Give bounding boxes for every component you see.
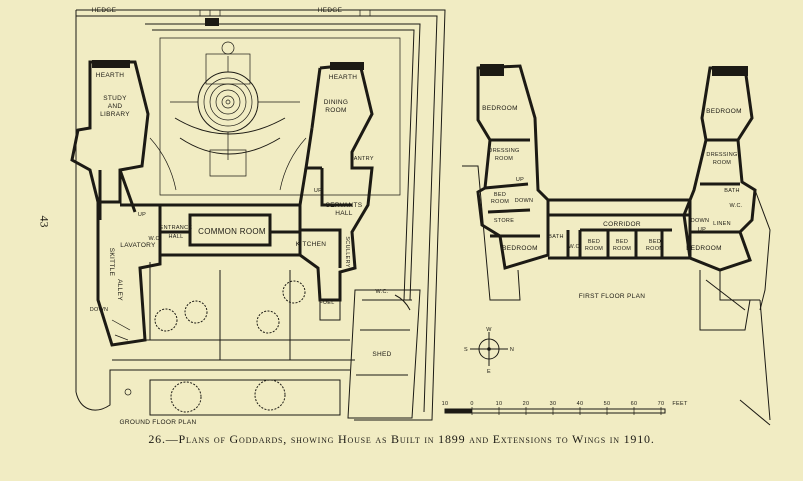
hedge-label-left: HEDGE <box>92 7 117 14</box>
label-skittle: SKITTLE <box>108 248 115 277</box>
ff-label-bed-a-2: ROOM <box>585 246 603 252</box>
label-pantry: PANTRY <box>350 156 374 162</box>
ff-label-bedroom-left: BEDROOM <box>482 105 518 112</box>
label-lavatory: LAVATORY <box>120 242 156 249</box>
compass-s: S <box>464 347 468 353</box>
ground-floor-plan-title: GROUND FLOOR PLAN <box>120 419 197 426</box>
scale-tick: 60 <box>631 401 638 407</box>
ground-floor-plan: HEDGE HEDGE HEARTH STUDY AND LIBRARY HEA… <box>70 7 446 426</box>
ff-label-dressing-right-2: ROOM <box>713 160 731 166</box>
label-library: LIBRARY <box>100 111 130 118</box>
ff-label-bedroom-right-lower: BEDROOM <box>686 245 722 252</box>
ff-label-down-left: DOWN <box>515 198 534 204</box>
scale-bar: 10 0 10 20 30 40 50 60 70 FEET <box>442 401 688 415</box>
ff-label-store: STORE <box>494 218 514 224</box>
ground-house-walls <box>70 60 421 419</box>
central-garden <box>149 37 401 196</box>
label-entrance-hall: HALL <box>169 234 184 240</box>
scale-tick: 10 <box>442 401 449 407</box>
ff-label-dressing-left-2: ROOM <box>495 156 513 162</box>
label-hearth-left: HEARTH <box>96 72 124 79</box>
compass-w: W <box>486 327 492 333</box>
label-wc: W.C. <box>148 236 161 242</box>
hedge-label-right: HEDGE <box>318 7 343 14</box>
ff-label-bath-right: BATH <box>724 188 739 194</box>
scale-unit: FEET <box>672 401 688 407</box>
label-wc-yard: W.C. <box>375 289 388 295</box>
ff-label-bed-b-1: BED <box>616 239 628 245</box>
ff-label-corridor: CORRIDOR <box>603 221 641 228</box>
ff-label-wc-right: W.C. <box>729 203 742 209</box>
label-dining-room: ROOM <box>325 107 346 114</box>
scale-tick: 70 <box>658 401 665 407</box>
label-entrance: ENTRANCE <box>160 225 193 231</box>
ff-label-bed-a-1: BED <box>588 239 600 245</box>
first-floor-plan-title: FIRST FLOOR PLAN <box>579 293 645 300</box>
scale-tick: 50 <box>604 401 611 407</box>
compass-rose: W S N E <box>464 327 514 375</box>
ff-label-bed-2: ROOM <box>491 199 509 205</box>
ff-label-bed-c-2: ROOM <box>646 246 664 252</box>
scale-tick: 20 <box>523 401 530 407</box>
scale-ticks: 10 0 10 20 30 40 50 60 70 <box>442 401 665 407</box>
ff-label-bed-c-1: BED <box>649 239 661 245</box>
lower-gardens <box>111 262 355 416</box>
scale-tick: 0 <box>470 401 473 407</box>
ff-label-linen: LINEN <box>713 221 731 227</box>
scale-tick: 40 <box>577 401 584 407</box>
ff-label-up-right: UP <box>698 227 706 233</box>
ff-label-wc-left: W.C. <box>568 244 581 250</box>
label-scullery: SCULLERY <box>344 236 350 267</box>
label-shed: SHED <box>372 351 391 358</box>
label-fuel: FUEL <box>319 300 334 306</box>
label-and: AND <box>108 103 123 110</box>
ff-label-bedroom-right: BEDROOM <box>706 108 742 115</box>
label-study: STUDY <box>103 95 127 102</box>
ff-label-dressing-left-1: DRESSING <box>488 148 519 154</box>
label-down: DOWN <box>90 307 109 313</box>
ff-label-bed-1: BED <box>494 192 506 198</box>
label-hearth-right: HEARTH <box>329 74 357 81</box>
label-servants-hall: HALL <box>335 210 353 217</box>
page-number: 43 <box>37 215 52 228</box>
label-kitchen: KITCHEN <box>296 241 327 248</box>
ff-label-dressing-right-1: DRESSING <box>706 152 737 158</box>
ff-label-bath-left: BATH <box>548 234 563 240</box>
label-up-left: UP <box>138 212 146 218</box>
label-up-right: UP <box>314 188 322 194</box>
ff-label-bedroom-left-lower: BEDROOM <box>502 245 538 252</box>
scale-tick: 10 <box>496 401 503 407</box>
label-dining: DINING <box>324 99 349 106</box>
first-floor-plan: BEDROOM DRESSING ROOM BED ROOM UP DOWN S… <box>462 64 771 426</box>
label-servants: SERVANTS <box>326 202 363 209</box>
compass-e: E <box>487 369 491 375</box>
ff-label-up-left: UP <box>516 177 524 183</box>
scale-tick: 30 <box>550 401 557 407</box>
label-alley: ALLEY <box>116 279 123 301</box>
figure-caption: 26.—Plans of Goddards, showing House as … <box>148 432 655 446</box>
label-common-room: COMMON ROOM <box>198 227 266 236</box>
ff-label-bed-b-2: ROOM <box>613 246 631 252</box>
compass-n: N <box>510 347 514 353</box>
ff-label-down-right: DOWN <box>691 218 710 224</box>
